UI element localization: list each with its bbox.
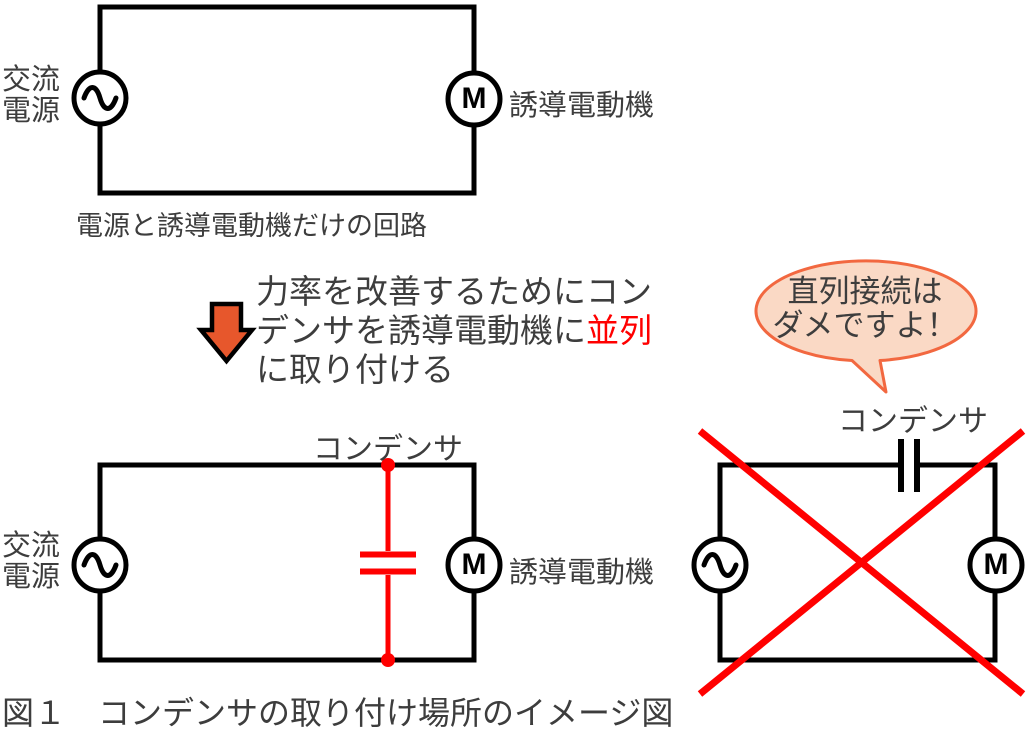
parallel-circuit-loop [97, 462, 477, 663]
series-motor-letter: M [983, 548, 1009, 581]
series-motor-symbol-circle [967, 536, 1025, 594]
speech-bubble [754, 259, 978, 394]
series-circuit [691, 428, 1026, 697]
transition-line-2: デンサを誘導電動機に並列 [256, 311, 652, 350]
junction-dot-top [381, 458, 395, 472]
parallel-capacitor-label: コンデンサ [313, 433, 463, 466]
top-circuit-caption: 電源と誘導電動機だけの回路 [76, 211, 427, 241]
series-capacitor-label: コンデンサ [838, 405, 988, 438]
sine-wave-icon [701, 552, 739, 578]
parallel-ac-source-label: 交流 電源 [2, 530, 61, 593]
sine-wave-icon [81, 85, 119, 111]
transition-line-3: に取り付ける [256, 351, 454, 388]
transition-highlight-parallel: 並列 [586, 312, 652, 349]
down-arrow-icon [196, 301, 257, 365]
bubble-line-2: ダメですよ！ [772, 308, 958, 343]
cross-out-line-2 [697, 428, 1026, 697]
top-motor-label: 誘導電動機 [509, 90, 655, 122]
top-motor-symbol-circle [445, 70, 503, 128]
bubble-line-1: 直列接続は [787, 274, 943, 309]
parallel-motor-symbol-circle [445, 536, 503, 594]
transition-line-2-prefix: デンサを誘導電動機に [256, 312, 586, 349]
sine-wave-icon [81, 552, 119, 578]
transition-line-1: 力率を改善するためにコン [256, 273, 652, 310]
parallel-circuit [71, 458, 503, 667]
top-circuit-loop [97, 4, 477, 196]
top-ac-source-label: 交流 電源 [2, 64, 61, 127]
parallel-motor-label: 誘導電動機 [509, 557, 655, 589]
parallel-motor-letter: M [461, 548, 487, 581]
speech-bubble-text: 直列接続は ダメですよ！ [747, 275, 983, 343]
junction-dot-bottom [381, 653, 395, 667]
top-motor-letter: M [461, 82, 487, 115]
transition-note: 力率を改善するためにコン デンサを誘導電動機に並列 に取り付ける [256, 272, 652, 389]
top-circuit [71, 4, 503, 196]
figure-caption: 図１ コンデンサの取り付け場所のイメージ図 [2, 695, 674, 731]
